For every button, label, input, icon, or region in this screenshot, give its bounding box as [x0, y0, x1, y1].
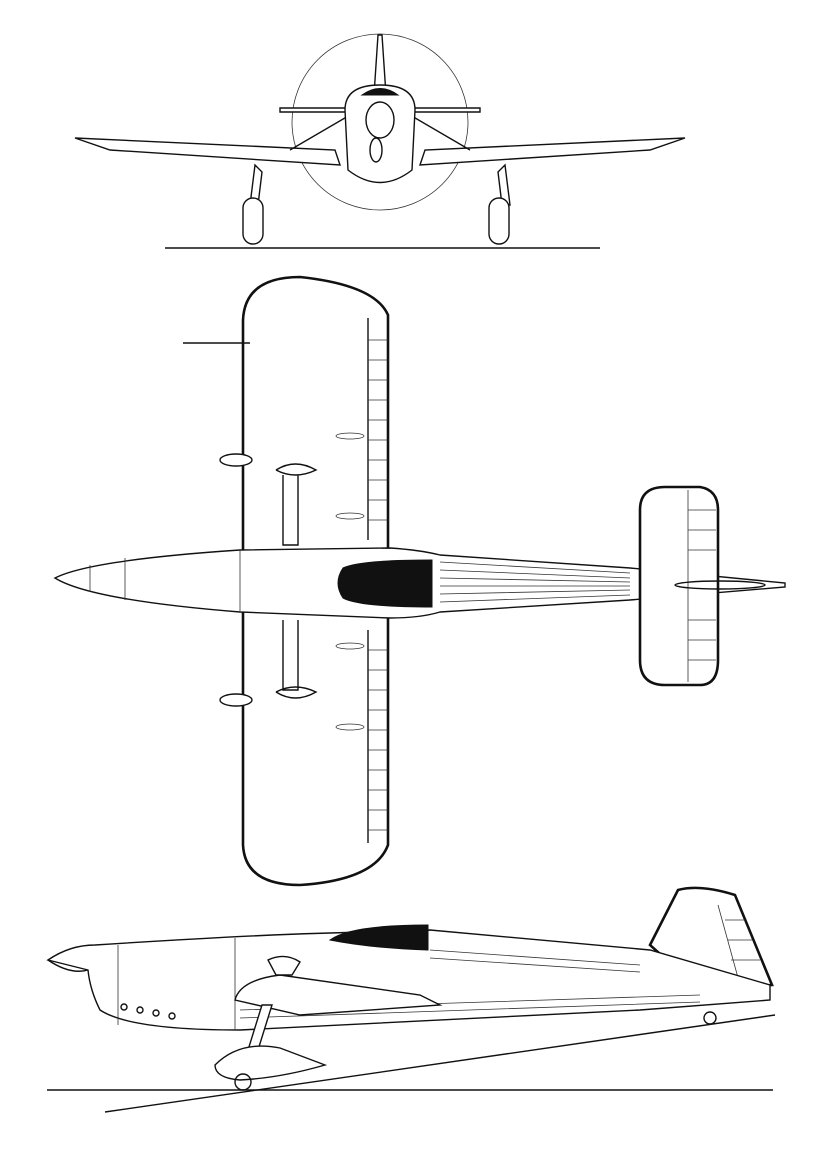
ground-angle-line	[104, 1014, 776, 1113]
intake-front	[369, 137, 383, 163]
radiator-left-top	[275, 463, 318, 546]
top-view	[53, 275, 786, 887]
side-view	[46, 886, 776, 1113]
wing-root-side	[234, 974, 443, 1016]
canopy-front	[360, 88, 400, 96]
left-wing-front	[74, 137, 341, 166]
gear-fairing-right-top	[219, 693, 253, 707]
spinner-side	[47, 959, 89, 972]
right-wheel-front	[488, 197, 510, 245]
right-wing-front	[419, 137, 686, 166]
left-wheel-front	[242, 197, 264, 245]
exhaust-port	[120, 1003, 128, 1011]
tail-wheel-side	[703, 1011, 717, 1025]
propeller-disc	[291, 33, 469, 211]
wing-fitting	[335, 432, 365, 440]
fuselage-stringers	[439, 561, 631, 603]
exhaust-port	[136, 1006, 144, 1014]
main-wheel-side	[234, 1073, 252, 1091]
fuselage-stringers-side	[239, 949, 701, 1019]
wheel-fairing-side	[214, 1045, 328, 1081]
gear-fairing-left-top	[219, 453, 253, 467]
wing-fitting	[335, 642, 365, 650]
canopy-top	[337, 559, 433, 608]
wing-fitting	[335, 723, 365, 731]
tailplane-top	[638, 485, 720, 687]
elevator-ribs	[687, 490, 716, 682]
front-view	[74, 33, 686, 249]
radiator-side	[267, 955, 301, 976]
exhaust-port	[168, 1012, 176, 1020]
radiator-right-top	[275, 620, 318, 699]
canopy-side	[328, 924, 429, 951]
flap-ribs	[368, 339, 388, 831]
fuselage-panel-lines	[89, 550, 241, 612]
wing-struts	[289, 114, 471, 151]
fin-top	[674, 580, 766, 590]
rudder-ribs	[717, 904, 760, 986]
exhaust-port	[152, 1009, 160, 1017]
fuselage-panel-lines-side	[117, 938, 236, 1030]
wing-fitting	[335, 512, 365, 520]
fuselage-front	[344, 84, 416, 184]
fuselage-side	[46, 929, 771, 1031]
spinner-front	[365, 101, 395, 139]
